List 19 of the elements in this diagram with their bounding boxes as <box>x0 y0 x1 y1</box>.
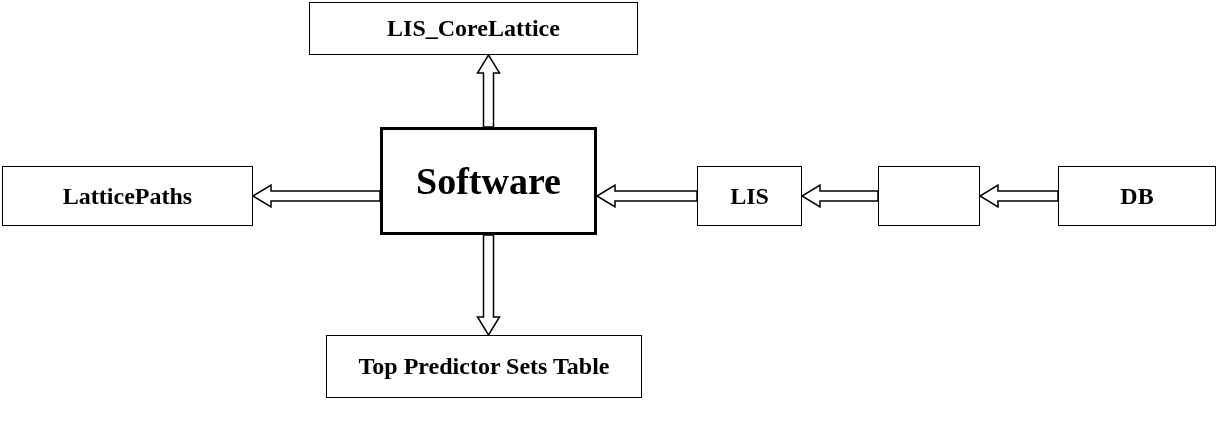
hollow-arrow <box>595 183 698 209</box>
central-process-box <box>380 127 597 235</box>
box-label: LatticePaths <box>62 182 193 210</box>
box-label: LIS_CoreLattice <box>387 15 560 42</box>
process-box <box>326 335 642 398</box>
hollow-arrow <box>476 53 501 128</box>
box-label: DB <box>1120 182 1154 210</box>
process-box <box>309 2 638 55</box>
hollow-arrow <box>476 234 501 337</box>
box-label: Top Predictor Sets Table <box>358 353 610 380</box>
box-label: LIS <box>730 182 769 210</box>
hollow-arrow <box>251 183 381 209</box>
box-label: Software <box>416 159 561 203</box>
process-box <box>2 166 253 226</box>
hollow-arrow <box>978 183 1059 209</box>
process-box <box>1058 166 1216 226</box>
process-box <box>697 166 802 226</box>
process-box <box>878 166 980 226</box>
hollow-arrow <box>800 183 879 209</box>
